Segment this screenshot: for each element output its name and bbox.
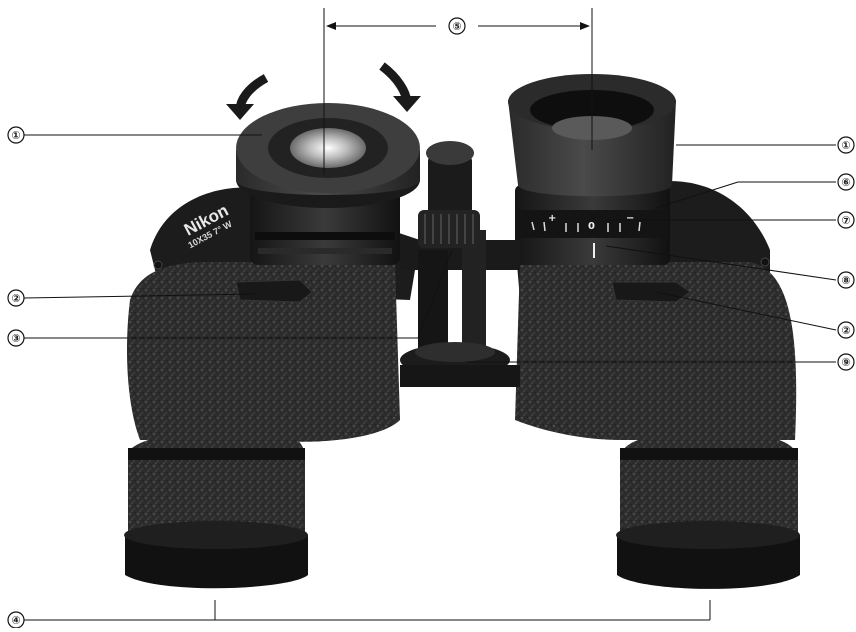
right-eyepiece — [515, 185, 670, 265]
screw-icon — [153, 260, 163, 270]
rotate-right-arrowhead-icon — [393, 96, 421, 112]
focus-knob[interactable] — [418, 210, 480, 248]
callout-1-right: ① — [837, 136, 855, 154]
left-strap-eyelet — [235, 279, 313, 303]
callout-1-right-label: ① — [841, 139, 850, 152]
diopter-zero-mark: 0 — [588, 221, 595, 232]
callout-9-label: ⑨ — [841, 356, 850, 369]
callout-6-label: ⑥ — [841, 176, 850, 189]
callout-8-label: ⑧ — [841, 274, 850, 287]
screw-icon — [760, 257, 770, 267]
left-body — [124, 187, 420, 589]
diopter-plus-mark: + — [548, 213, 556, 224]
ipd-right-arrow-icon — [580, 22, 590, 30]
callouts: ① ① ② ② ③ ④ ⑤ ⑥ — [7, 17, 855, 629]
left-eyecup[interactable] — [236, 103, 420, 208]
callout-6: ⑥ — [837, 173, 855, 191]
callout-7-label: ⑦ — [841, 214, 850, 227]
callout-2-right-label: ② — [841, 324, 850, 337]
callout-2-left-label: ② — [11, 292, 20, 305]
callout-7: ⑦ — [837, 211, 855, 229]
callout-3: ③ — [7, 329, 25, 347]
callout-9: ⑨ — [837, 353, 855, 371]
leader-lines — [23, 134, 837, 621]
callout-3-label: ③ — [11, 332, 20, 345]
callout-2-right: ② — [837, 321, 855, 339]
callout-1-left: ① — [7, 126, 25, 144]
callout-1-left-label: ① — [11, 129, 20, 142]
left-eyepiece — [250, 190, 400, 265]
left-eyepiece-lens — [290, 128, 366, 168]
callout-4-label: ④ — [11, 614, 20, 627]
center-bridge — [400, 141, 520, 387]
diopter-scale: + − 0 — [531, 213, 641, 258]
right-strap-eyelet — [611, 281, 691, 303]
ipd-indicator — [323, 8, 593, 175]
callout-2-left: ② — [7, 289, 25, 307]
ipd-left-arrow-icon — [326, 22, 336, 30]
callout-8: ⑧ — [837, 271, 855, 289]
callout-4: ④ — [7, 611, 25, 629]
callout-5: ⑤ — [448, 17, 466, 35]
diopter-minus-mark: − — [626, 213, 634, 224]
callout-5-label: ⑤ — [452, 20, 461, 33]
rotate-left-arrowhead-icon — [226, 104, 254, 120]
